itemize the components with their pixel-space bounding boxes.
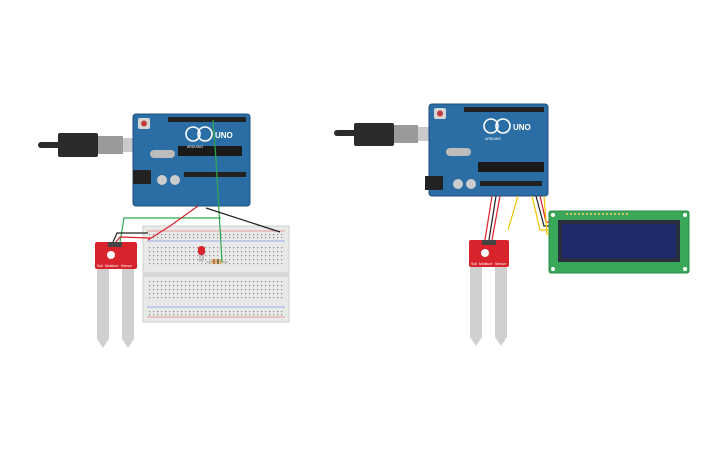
wire-yellow-2-2[interactable] — [531, 195, 549, 231]
lcd-display[interactable] — [548, 210, 690, 274]
sensor-label-soil-2: Soil — [471, 262, 477, 266]
wire-yellow-1-2[interactable] — [507, 195, 519, 231]
arduino-uno-board-2[interactable]: UNO ARDUINO — [425, 103, 549, 197]
resistor-1[interactable] — [206, 259, 228, 264]
arduino-uno-board-1[interactable]: UNO ARDUINO — [132, 113, 251, 207]
breadboard-holes-1 — [149, 234, 283, 316]
wires-2 — [484, 195, 549, 241]
sensor-label-sensor-1: Sensor — [121, 264, 133, 268]
wire-black-lcd-2[interactable] — [535, 195, 549, 227]
wire-green-long-1[interactable] — [212, 119, 223, 263]
breadboard-1[interactable] — [142, 225, 290, 323]
soil-moisture-sensor-1[interactable]: Soil Moisture Sensor — [95, 242, 137, 348]
wire-green-sensor-1[interactable] — [119, 217, 221, 243]
wire-yellow-3-2[interactable] — [543, 195, 549, 235]
wire-red-power-1[interactable] — [147, 205, 199, 241]
wire-black-sensor-2[interactable] — [488, 195, 497, 241]
usb-cable-2[interactable] — [334, 123, 432, 146]
led-1[interactable] — [198, 246, 205, 262]
sensor-label-soil-1: Soil — [97, 264, 103, 268]
wires-1 — [112, 119, 281, 263]
wire-black-gnd-1[interactable] — [205, 207, 281, 233]
lcd-header-pins — [566, 213, 628, 215]
sensor-label-moisture-2: Moisture — [479, 262, 492, 266]
wire-red-sensor-1[interactable] — [115, 236, 151, 243]
sensor-label-moisture-1: Moisture — [105, 264, 118, 268]
circuit-2: UNO ARDUINO Soil Moisture Sensor — [334, 103, 690, 346]
board-brand-label-2: ARDUINO — [485, 137, 501, 141]
soil-moisture-sensor-2[interactable]: Soil Moisture Sensor — [469, 240, 509, 346]
wire-black-sensor-1[interactable] — [112, 232, 148, 243]
wire-red-sensor-b-2[interactable] — [491, 195, 501, 241]
usb-cable-1[interactable] — [38, 133, 137, 157]
board-brand-label-1: ARDUINO — [187, 145, 203, 149]
wire-red-sensor-2[interactable] — [484, 195, 493, 241]
board-model-label-1: UNO — [215, 131, 233, 140]
sensor-label-sensor-2: Sensor — [495, 262, 507, 266]
board-model-label-2: UNO — [513, 123, 531, 132]
circuit-1: UNO ARDUINO — [38, 113, 290, 348]
